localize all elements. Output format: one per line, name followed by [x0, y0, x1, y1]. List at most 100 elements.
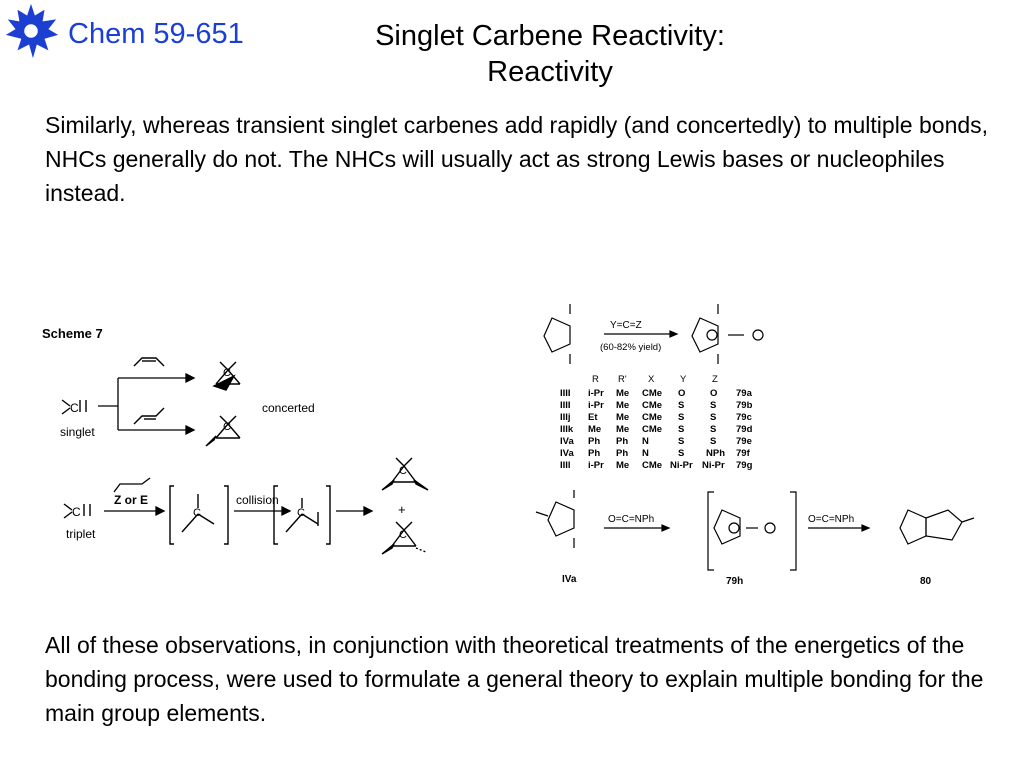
cell: N — [642, 448, 649, 459]
cell: CMe — [642, 460, 662, 471]
reagent-bottom-2: O=C=NPh — [808, 514, 854, 525]
reagent-arrow-bottom-1 — [604, 524, 671, 532]
cell: Me — [616, 424, 629, 435]
intermediate-1 — [169, 485, 229, 545]
row-id: IIIl — [560, 460, 571, 471]
page-title: Singlet Carbene Reactivity: Reactivity — [300, 18, 800, 90]
spiro-product-80 — [899, 509, 975, 545]
intro-paragraph: Similarly, whereas transient singlet car… — [45, 112, 989, 206]
table-row: IIIj Et Me CMe S S 79c — [560, 412, 752, 423]
label-start: IVa — [562, 574, 577, 585]
scheme-label: Scheme 7 — [42, 326, 103, 341]
concerted-label: concerted — [262, 401, 315, 415]
cell: Me — [616, 412, 629, 423]
cell: 79e — [736, 436, 752, 447]
cell: 79a — [736, 388, 753, 399]
table-row: IVa Ph Ph N S S 79e — [560, 436, 752, 447]
cell: 79c — [736, 412, 752, 423]
cell: 79b — [736, 400, 753, 411]
cell: Ph — [616, 448, 628, 459]
cell: O — [678, 388, 685, 399]
row-id: IVa — [560, 436, 574, 447]
cell: 79d — [736, 424, 753, 435]
closing-paragraph: All of these observations, in conjunctio… — [45, 632, 984, 726]
label-mid: 79h — [726, 576, 743, 587]
collision-arrow — [234, 505, 292, 517]
table-row: IIII i-Pr Me CMe S S 79b — [560, 400, 753, 411]
collision-label: collision — [236, 493, 279, 507]
intermediate-79h — [707, 491, 797, 571]
cell: Me — [588, 424, 601, 435]
triplet-carbene — [63, 503, 91, 519]
cell: S — [678, 400, 684, 411]
cell: Me — [616, 388, 629, 399]
final-product-top — [381, 457, 429, 491]
row-id: IIIj — [560, 412, 571, 423]
cell: CMe — [642, 388, 662, 399]
nhc-ring-iva — [535, 490, 575, 548]
intermediate-1-carbon: C — [193, 507, 201, 519]
cell: Ph — [588, 448, 600, 459]
col-header-x: X — [648, 374, 655, 385]
cell: Et — [588, 412, 598, 423]
course-code: Chem 59-651 — [68, 18, 244, 50]
col-header-z: Z — [712, 374, 718, 385]
cell: Me — [616, 400, 629, 411]
reagent-arrow-bottom-2 — [808, 524, 871, 532]
row-id: IIII — [560, 388, 571, 399]
cell: S — [678, 436, 684, 447]
cell: i-Pr — [588, 400, 604, 411]
product-carbon-top: C — [223, 367, 231, 379]
cell: 79f — [736, 448, 751, 459]
cell: S — [678, 424, 684, 435]
singlet-carbon-label: C — [70, 401, 79, 415]
product-carbon-bottom: C — [223, 421, 231, 433]
cell: CMe — [642, 424, 662, 435]
table-row: IIIl i-Pr Me CMe Ni-Pr Ni-Pr 79g — [560, 460, 753, 471]
yield-label: (60-82% yield) — [600, 342, 661, 353]
maple-leaf-logo-icon — [5, 3, 59, 59]
scheme-7-figure: Scheme 7 C singlet C C conce — [42, 326, 429, 555]
cyclopropane-products-top — [212, 361, 241, 391]
nhc-reaction-scheme: Y=C=Z (60-82% yield) R R' X Y Z IIII i-P… — [535, 304, 975, 587]
intermediate-2-carbon: C — [297, 507, 305, 519]
cell: S — [710, 424, 716, 435]
triplet-carbon-label: C — [72, 505, 81, 519]
cyclopropane-products-bottom — [205, 415, 241, 447]
cell: Ni-Pr — [702, 460, 725, 471]
intermediate-2 — [273, 485, 331, 545]
nhc-ring-start — [543, 304, 571, 364]
plus-sign: + — [398, 502, 406, 517]
row-id: IIIk — [560, 424, 574, 435]
title-line-2: Reactivity — [487, 56, 613, 88]
table-row: IVa Ph Ph N S NPh 79f — [560, 448, 751, 459]
cell: 79g — [736, 460, 753, 471]
cell: Ni-Pr — [670, 460, 693, 471]
cell: S — [678, 412, 684, 423]
adduct-ring — [691, 304, 764, 364]
cell: S — [678, 448, 684, 459]
table-row: IIII i-Pr Me CMe O O 79a — [560, 388, 753, 399]
cell: O — [710, 388, 717, 399]
cell: CMe — [642, 412, 662, 423]
title-line-1: Singlet Carbene Reactivity: — [375, 20, 725, 52]
row-id: IVa — [560, 448, 574, 459]
triplet-label: triplet — [66, 527, 96, 541]
singlet-carbene — [61, 399, 87, 415]
cell: Me — [616, 460, 629, 471]
final-carbon-bottom: C — [399, 529, 407, 541]
row-id: IIII — [560, 400, 571, 411]
reagent-bottom-1: O=C=NPh — [608, 514, 654, 525]
cell: Ph — [588, 436, 600, 447]
alkene-reagents — [133, 357, 165, 425]
label-end: 80 — [920, 576, 932, 587]
reagent-top: Y=C=Z — [610, 320, 642, 331]
singlet-label: singlet — [60, 425, 95, 439]
final-arrow — [336, 505, 374, 517]
col-header-r-prime: R' — [618, 374, 627, 385]
cell: NPh — [706, 448, 725, 459]
cell: Ph — [616, 436, 628, 447]
cell: S — [710, 412, 716, 423]
cell: i-Pr — [588, 388, 604, 399]
reagent-arrow-top — [604, 330, 679, 338]
